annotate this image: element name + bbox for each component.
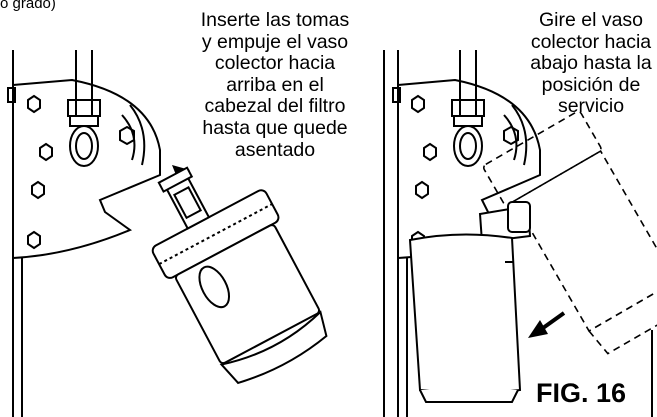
bolt-hex	[27, 94, 41, 114]
collector-bowl	[151, 166, 328, 385]
collector-bowl-service	[408, 201, 532, 403]
pipe-fitting	[451, 99, 485, 117]
bowl-knob	[507, 201, 531, 233]
bowl-body	[408, 233, 522, 394]
top-text-fragment: o grado)	[0, 0, 56, 12]
bolt-hex	[415, 180, 429, 200]
figure-label: FIG. 16	[536, 378, 627, 408]
bolt-hex	[503, 125, 519, 146]
bracket-tab	[392, 87, 401, 103]
pipe-fitting-collar	[453, 115, 483, 127]
left-panel-drawing	[7, 50, 385, 417]
phantom-bowl	[483, 110, 657, 355]
right-panel-caption: Gire el vaso colector hacia abajo hasta …	[530, 9, 652, 118]
bolt-hex	[411, 94, 425, 114]
rotate-arrow-shaft	[541, 311, 566, 330]
outlet-elbow	[453, 125, 483, 167]
bowl-body	[175, 224, 321, 365]
right-panel-drawing	[392, 50, 657, 417]
outlet-elbow	[69, 125, 99, 167]
bolt-hex	[31, 180, 45, 200]
head-slot	[129, 104, 146, 166]
bowl-window	[198, 265, 231, 309]
bowl-bottom	[219, 310, 328, 385]
filter-head-plate	[12, 78, 161, 260]
pipe-fitting	[67, 99, 101, 117]
bolt-hex	[39, 142, 53, 162]
head-slot	[511, 104, 528, 166]
bolt-hex	[119, 125, 135, 146]
bowl-bottom	[419, 389, 519, 403]
bolt-hex	[423, 142, 437, 162]
head-slot-inner	[503, 114, 518, 161]
pipe-fitting-collar	[69, 115, 99, 127]
left-panel-caption: Inserte las tomas y empuje el vaso colec…	[200, 9, 350, 161]
bracket-tab	[7, 87, 16, 103]
rotate-arrow-head	[528, 320, 548, 338]
bolt-hex	[27, 230, 41, 250]
